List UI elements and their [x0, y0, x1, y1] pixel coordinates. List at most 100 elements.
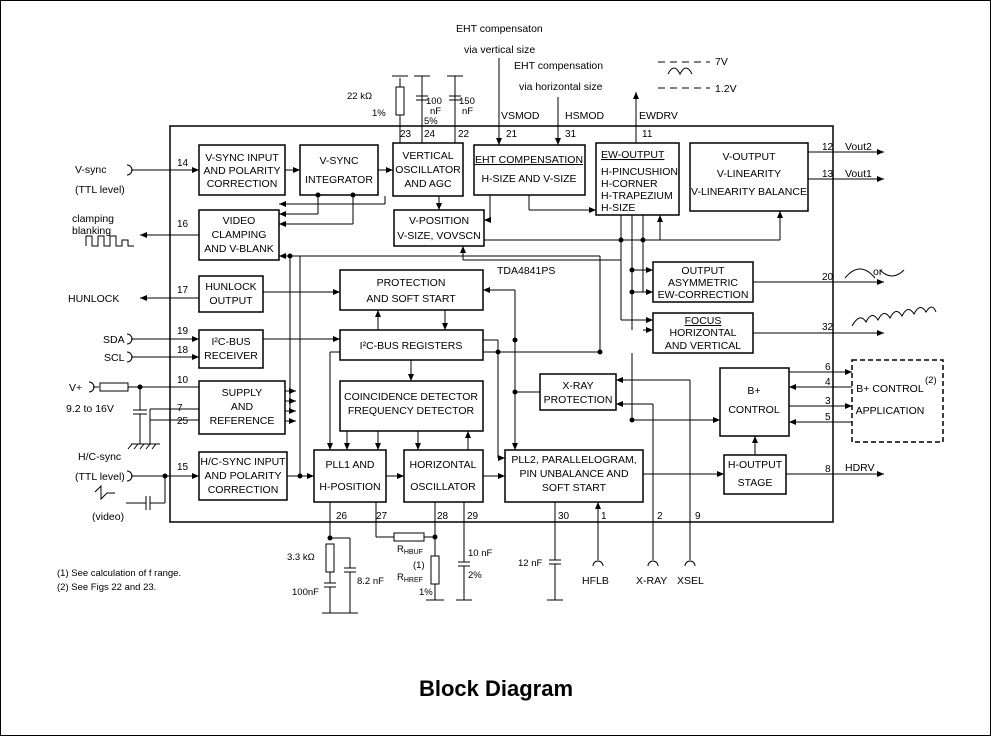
block-label: V-OUTPUT [722, 151, 776, 163]
pin-label: 26 [336, 511, 348, 522]
block-label: HORIZONTAL [410, 459, 477, 471]
pin-label: 21 [506, 129, 518, 140]
block-label: AND AGC [404, 178, 452, 190]
block-label: B+ CONTROL [856, 383, 924, 395]
block-label: V-SYNC INPUT [205, 152, 279, 164]
block-label: I²C-BUS REGISTERS [360, 340, 463, 352]
tolerance-value: 1% [372, 108, 386, 119]
block-bplus-application: B+ CONTROL APPLICATION (2) [851, 359, 944, 443]
block-label: I²C-BUS [211, 336, 250, 348]
block-label: PROTECTION [544, 394, 613, 406]
block-bplus-control: B+ CONTROL [719, 367, 790, 437]
pin-label: 4 [825, 377, 831, 388]
block-label: CLAMPING [212, 229, 267, 241]
block-label: H/C-SYNC INPUT [200, 456, 286, 468]
pin-label: 25 [177, 416, 189, 427]
block-label: PLL2, PARALLELOGRAM, [511, 454, 636, 466]
capacitor-unit: nF [462, 106, 473, 117]
block-label: PLL1 AND [325, 459, 374, 471]
block-video-clamping: VIDEO CLAMPING AND V-BLANK [198, 209, 280, 261]
parabola-waveform-icon [844, 268, 876, 279]
block-label: OSCILLATOR [395, 164, 461, 176]
hdrv-label: HDRV [845, 462, 875, 474]
hcsync-label: H/C-sync [78, 451, 121, 463]
resistor-name: R [397, 544, 404, 555]
pin-label: 3 [825, 396, 831, 407]
block-i2c-receiver: I²C-BUS RECEIVER [198, 329, 264, 369]
pin-label: 18 [177, 345, 189, 356]
block-label: FOCUS [685, 315, 722, 327]
note-mark: (1) [413, 560, 425, 571]
block-hc-sync: H/C-SYNC INPUT AND POLARITY CORRECTION [198, 451, 288, 501]
block-label: H-OUTPUT [728, 459, 783, 471]
block-label: OUTPUT [681, 265, 725, 277]
connections [85, 58, 937, 614]
figure-title: Block Diagram [419, 676, 573, 701]
block-label: EHT COMPENSATION [475, 154, 583, 166]
block-label: STAGE [738, 477, 773, 489]
hunlock-label: HUNLOCK [68, 293, 119, 305]
block-vertical-oscillator: VERTICAL OSCILLATOR AND AGC [392, 142, 464, 197]
pin-label: 19 [177, 326, 189, 337]
block-supply: SUPPLY AND REFERENCE [198, 380, 286, 435]
resistor-subscript: HREF [404, 577, 423, 584]
pin-label: 6 [825, 362, 831, 373]
block-label: CORRECTION [207, 178, 278, 190]
block-label: H-CORNER [601, 178, 658, 190]
clamping-label: clamping [72, 213, 114, 225]
pin-label: 28 [437, 511, 449, 522]
supply-range-label: 9.2 to 16V [66, 403, 114, 415]
ttl-level-label: (TTL level) [75, 471, 125, 483]
eht-vertical-label: via vertical size [464, 44, 535, 56]
video-label: (video) [92, 511, 124, 523]
block-label: EW-OUTPUT [601, 149, 665, 161]
block-focus: FOCUS HORIZONTAL AND VERTICAL [652, 312, 754, 354]
block-label: H-SIZE [601, 202, 635, 214]
hsmod-label: HSMOD [565, 110, 605, 122]
block-horizontal-oscillator: HORIZONTAL OSCILLATOR [403, 449, 484, 503]
resistor-value: 22 kΩ [347, 91, 372, 102]
blanking-waveform-icon [85, 235, 134, 247]
capacitor-value: 10 nF [468, 548, 492, 559]
or-label: or [873, 266, 883, 278]
block-label: H-TRAPEZIUM [601, 190, 673, 202]
svg-text:RHREF: RHREF [397, 572, 423, 584]
block-ew-output: EW-OUTPUT H-PINCUSHION H-CORNER H-TRAPEZ… [595, 142, 680, 216]
pin-label: 9 [695, 511, 701, 522]
note-2: (2) See Figs 22 and 23. [57, 582, 156, 593]
pin-label: 31 [565, 129, 577, 140]
pin-label: 15 [177, 462, 189, 473]
block-protection: PROTECTION AND SOFT START [339, 269, 484, 311]
eht-horizontal-label: via horizontal size [519, 81, 603, 93]
capacitor-value: 8.2 nF [357, 576, 384, 587]
block-label: PROTECTION [377, 277, 446, 289]
focus-waveform-icon [851, 306, 937, 327]
block-label: AND POLARITY [204, 470, 281, 482]
component-labels: 22 kΩ 1% 100 nF 5% 150 nF 3.3 kΩ 100nF 8… [287, 91, 542, 598]
pin-label: 2 [657, 511, 663, 522]
pin-label: 24 [424, 129, 436, 140]
capacitor-value: 100 [426, 96, 442, 107]
block-hunlock-output: HUNLOCK OUTPUT [198, 275, 264, 313]
pin-label: 27 [376, 511, 388, 522]
chip-outline [169, 125, 834, 523]
junction-dots [137, 192, 646, 541]
vplus-label: V+ [69, 382, 82, 394]
pin-label: 29 [467, 511, 479, 522]
block-eht-compensation: EHT COMPENSATION H-SIZE AND V-SIZE [473, 144, 586, 196]
pin-label: 7 [177, 403, 183, 414]
block-label: V-SYNC [319, 155, 359, 167]
block-vsync-input: V-SYNC INPUT AND POLARITY CORRECTION [198, 144, 286, 196]
block-label: AND VERTICAL [665, 340, 741, 352]
pin-label: 22 [458, 129, 470, 140]
pin-numbers: 14 16 17 19 18 10 7 25 15 23 24 22 21 31… [177, 129, 834, 522]
voltage-1v2-label: 1.2V [715, 83, 737, 95]
resistor-value: 3.3 kΩ [287, 552, 315, 563]
block-h-output: H-OUTPUT STAGE [723, 454, 787, 495]
tolerance-value: 5% [424, 116, 438, 127]
block-label: FREQUENCY DETECTOR [348, 405, 475, 417]
block-label: H-PINCUSHION [601, 166, 678, 178]
block-label: OUTPUT [209, 295, 253, 307]
tolerance-value: 2% [468, 570, 482, 581]
block-label: B+ [747, 385, 760, 397]
